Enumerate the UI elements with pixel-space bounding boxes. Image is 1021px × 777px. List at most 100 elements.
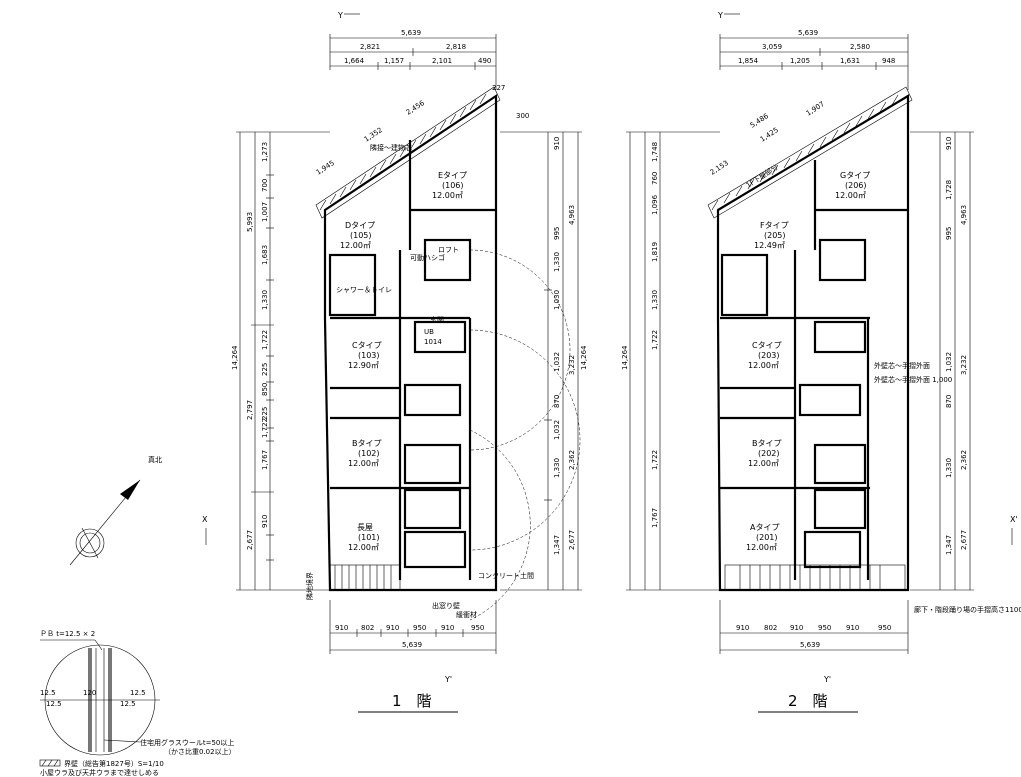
f2-top-r3-1: 1,205 (790, 57, 810, 65)
f2-note-rail2: 外壁芯～手摺外面 1,000 (874, 375, 952, 384)
f1-right-r3-5: 1,032 (553, 352, 561, 372)
f1-right-r3-2: 995 (553, 227, 561, 240)
f2-top-r3-0: 1,854 (738, 57, 759, 65)
floor2-left-dims: 14,264 1,748 760 1,096 1,819 1,330 1,722… (621, 131, 720, 591)
f2-unit-f-area: 12.49㎡ (754, 241, 785, 250)
floor1-bottom-dims: 910 802 910 950 910 950 5,639 (329, 600, 497, 654)
f1-unit-c-type: Cタイプ (352, 341, 382, 350)
f1-left-r3-4: 1,330 (261, 290, 269, 310)
f1-top-r3-3: 490 (478, 57, 491, 65)
f1-unit-b-no: (102) (358, 449, 380, 458)
f2-diag-2: 5,486 (749, 112, 771, 130)
f1-top-r3-2: 2,101 (432, 57, 452, 65)
f2-unit-c-area: 12.00㎡ (748, 361, 779, 370)
f1-note-loft: ロフト (438, 246, 459, 254)
f1-note-1014: 1014 (424, 338, 442, 346)
f1-unit-a-area: 12.00㎡ (348, 543, 379, 552)
f2-bot-total: 5,639 (800, 641, 820, 649)
f2-diag-1: 1,425 (759, 126, 780, 144)
f1-right-r3-6: 870 (553, 395, 561, 408)
f1-bot-4: 910 (441, 624, 454, 632)
detail-legend: 界壁（総告第1827号）S=1/10 (64, 759, 164, 768)
detail-dim-2: 120 (83, 689, 96, 697)
f2-left-total: 14,264 (621, 345, 629, 370)
floor1-notes: 可動ハシゴ 玄関 ロフト UB 1014 シャワー＆トイレ コンクリート土間 出… (305, 143, 534, 619)
f2-bot-4: 910 (846, 624, 859, 632)
f2-unit-f-no: (205) (764, 231, 786, 240)
f1-top-r3-0: 1,664 (344, 57, 365, 65)
wall-detail: ＰＢ t=12.5 × 2 12.5 12.5 120 12.5 12.5 住宅… (39, 630, 236, 777)
f1-unit-e-no: (106) (442, 181, 464, 190)
f1-top-r2-1: 2,818 (446, 43, 466, 51)
f1-right-r3-9: 1,347 (553, 535, 561, 555)
floor1-right-dims: 14,264 4,963 3,232 2,362 2,677 910 995 1… (500, 131, 588, 591)
f2-left-r3-11: 1,767 (651, 508, 659, 528)
f1-left-total: 14,264 (231, 345, 239, 370)
f1-unit-a-type: 長屋 (357, 523, 373, 532)
f1-note-adjacent: 隣接～建物芯 (370, 143, 412, 152)
axis-y-top-2: Y (717, 11, 723, 20)
f2-top-r3-3: 948 (882, 57, 895, 65)
f2-unit-b-no: (202) (758, 449, 780, 458)
f1-unit-d-no: (105) (350, 231, 372, 240)
f1-left-r3-0: 1,273 (261, 142, 269, 162)
f2-top-r2-0: 3,059 (762, 43, 782, 51)
f2-unit-c-no: (203) (758, 351, 780, 360)
f1-right-r3-7: 1,032 (553, 420, 561, 440)
f2-top-r3-2: 1,631 (840, 57, 860, 65)
f2-bot-1: 802 (764, 624, 777, 632)
f2-right-r2-1: 3,232 (960, 355, 968, 375)
f1-left-r2-2: 2,677 (246, 530, 254, 550)
f1-bot-1: 802 (361, 624, 374, 632)
f1-left-r3-10: 1,767 (261, 450, 269, 470)
f1-note-entry: 玄関 (430, 315, 444, 324)
detail-pb-label: ＰＢ t=12.5 × 2 (40, 630, 95, 638)
f1-bot-total: 5,639 (402, 641, 422, 649)
f1-unit-b-area: 12.00㎡ (348, 459, 379, 468)
axis-y-bottom-1: Y' (444, 675, 452, 684)
f2-left-r3-2: 760 (651, 172, 659, 185)
f2-note-rail-height: 廊下・階段踊り場の手摺高さ1100以上 (914, 605, 1021, 614)
f2-bot-0: 910 (736, 624, 749, 632)
f2-bot-3: 950 (818, 624, 831, 632)
f2-right-r3-6: 1,032 (945, 352, 953, 372)
floor2-plan: 5,639 3,059 2,580 1,854 1,205 1,631 948 … (621, 29, 1021, 713)
f1-left-r3-5: 1,722 (261, 330, 269, 350)
f2-right-r2-0: 4,963 (960, 205, 968, 225)
f2-unit-g-no: (206) (845, 181, 867, 190)
f1-bot-2: 910 (386, 624, 399, 632)
floor1-unit-labels: Eタイプ (106) 12.00㎡ Dタイプ (105) 12.00㎡ Cタイプ… (340, 171, 467, 552)
f2-bot-2: 910 (790, 624, 803, 632)
f1-left-r3-2: 1,007 (261, 202, 269, 222)
f2-right-r3-9: 1,330 (945, 458, 953, 478)
f1-unit-d-type: Dタイプ (345, 221, 375, 230)
f1-right-r3-0: 910 (553, 137, 561, 150)
f2-unit-g-area: 12.00㎡ (835, 191, 866, 200)
f1-note-concrete: コンクリート土間 (478, 571, 534, 580)
detail-dim-4: 12.5 (120, 700, 136, 708)
detail-dim-1: 12.5 (46, 700, 62, 708)
floor2-walls (707, 86, 913, 592)
f1-unit-d-area: 12.00㎡ (340, 241, 371, 250)
f1-left-r3-6: 225 (261, 363, 269, 376)
north-label: 真北 (148, 455, 162, 464)
f1-left-r3-3: 1,683 (261, 245, 269, 265)
f2-right-r3-1: 1,728 (945, 180, 953, 200)
f2-unit-c-type: Cタイプ (752, 341, 782, 350)
f1-diag-4: 300 (516, 112, 529, 120)
f1-unit-b-type: Bタイプ (352, 439, 382, 448)
f1-bot-3: 950 (413, 624, 426, 632)
f1-bot-0: 910 (335, 624, 348, 632)
f2-top-total: 5,639 (798, 29, 818, 37)
f2-unit-b-type: Bタイプ (752, 439, 782, 448)
f1-right-r3-8: 1,330 (553, 458, 561, 478)
f2-note-rail1: 外壁芯～手摺外面 (874, 361, 930, 370)
f1-bot-5: 950 (471, 624, 484, 632)
f2-diag-3: 1,907 (805, 100, 826, 118)
f2-right-r3-0: 910 (945, 137, 953, 150)
f1-note-bay: 出窓り壁 (432, 601, 460, 610)
floor1-title: 1 階 (392, 692, 432, 710)
f1-left-r3-8: 225 (261, 407, 269, 420)
f2-unit-b-area: 12.00㎡ (748, 459, 779, 468)
